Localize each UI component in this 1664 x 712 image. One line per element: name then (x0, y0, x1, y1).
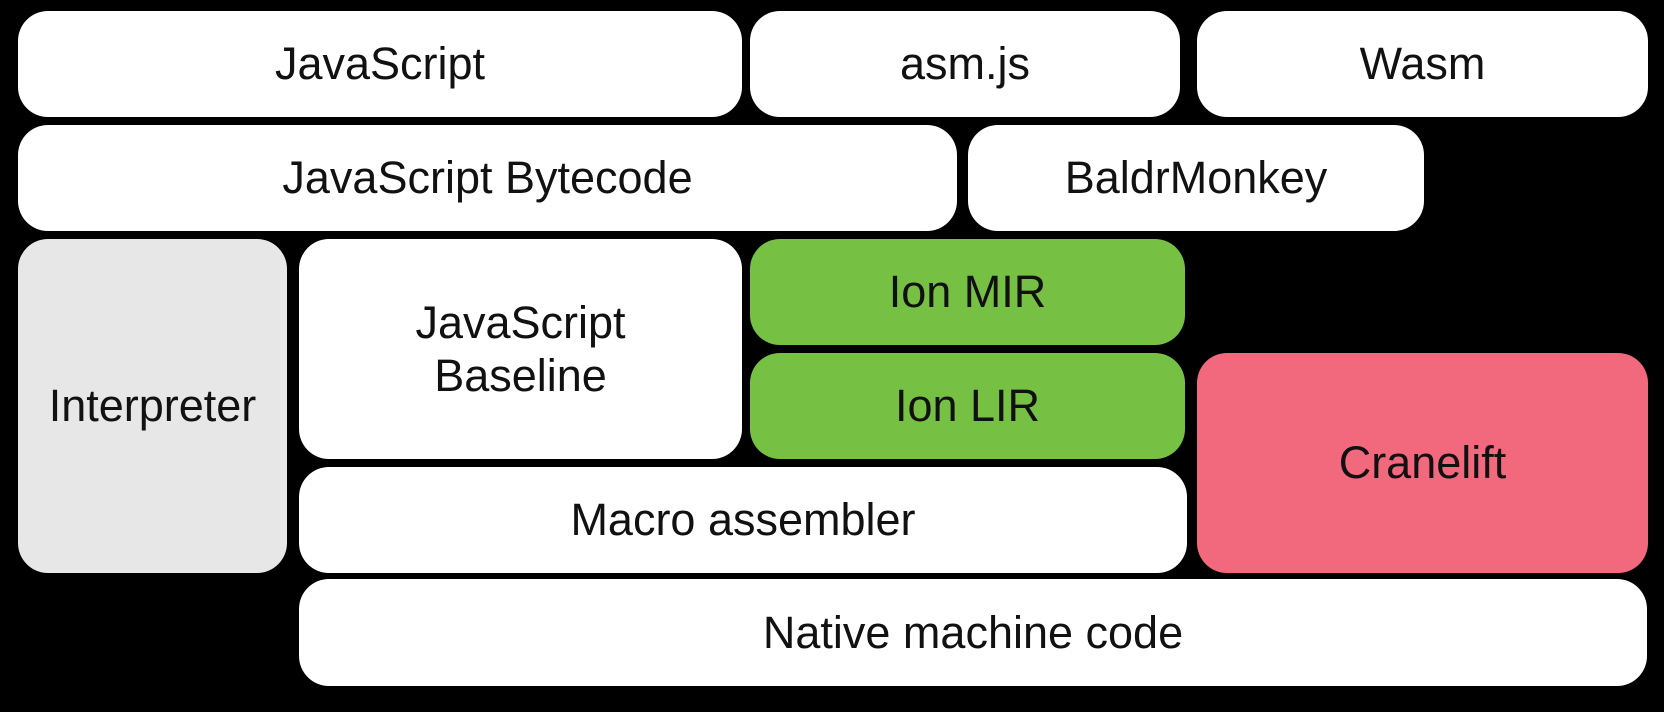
box-javascript-baseline-label: JavaScript Baseline (415, 296, 626, 401)
box-ion-mir: Ion MIR (750, 239, 1185, 345)
box-macro-assembler-label: Macro assembler (570, 494, 916, 546)
box-ion-lir-label: Ion LIR (894, 380, 1041, 432)
box-wasm-label: Wasm (1359, 38, 1486, 90)
box-javascript-bytecode-label: JavaScript Bytecode (282, 152, 693, 204)
box-cranelift: Cranelift (1197, 353, 1648, 573)
box-native-machine-code-label: Native machine code (762, 606, 1184, 658)
box-baldrmonkey: BaldrMonkey (968, 125, 1424, 231)
box-ion-mir-label: Ion MIR (888, 266, 1047, 318)
box-native-machine-code: Native machine code (299, 579, 1647, 686)
box-asmjs: asm.js (750, 11, 1180, 117)
box-javascript-bytecode: JavaScript Bytecode (18, 125, 957, 231)
box-interpreter-label: Interpreter (48, 380, 257, 432)
box-asmjs-label: asm.js (899, 38, 1030, 90)
box-javascript-baseline: JavaScript Baseline (299, 239, 742, 459)
box-javascript: JavaScript (18, 11, 742, 117)
box-cranelift-label: Cranelift (1338, 437, 1507, 489)
box-javascript-label: JavaScript (274, 38, 486, 90)
box-interpreter: Interpreter (18, 239, 287, 573)
box-ion-lir: Ion LIR (750, 353, 1185, 459)
box-baldrmonkey-label: BaldrMonkey (1064, 152, 1328, 204)
box-wasm: Wasm (1197, 11, 1648, 117)
box-macro-assembler: Macro assembler (299, 467, 1187, 573)
